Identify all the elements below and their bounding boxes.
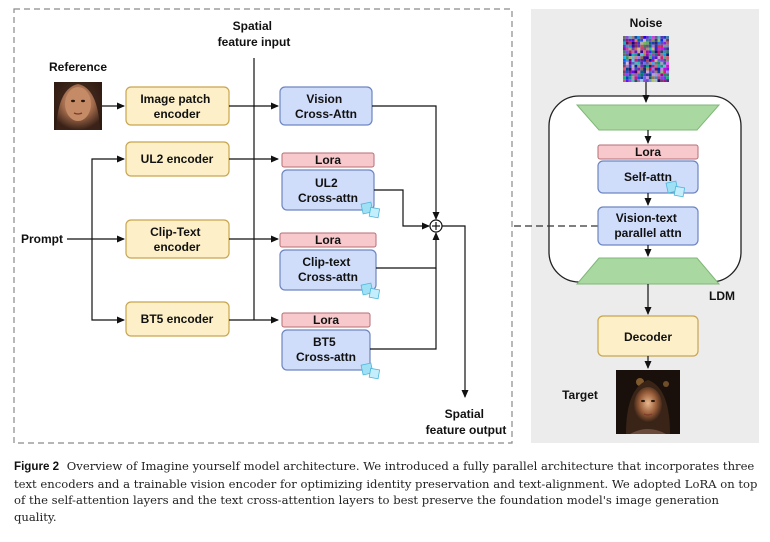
spatial-output-label: Spatial feature output [426,407,507,437]
svg-text:BT5 encoder: BT5 encoder [141,312,214,326]
clip-text-encoder: Clip-Text encoder [125,219,230,259]
svg-text:Image patch encoder: Image patch encoder [140,92,213,121]
ice-cube-icon [360,201,381,219]
ice-cube-icon [665,180,686,198]
svg-text:Clip-Text encoder: Clip-Text encoder [150,225,204,254]
target-photo [616,370,680,434]
model-frame [13,8,513,444]
svg-text:Vision-text parallel att: Vision-text parallel attn [614,211,681,240]
encoder-trapezoid [575,104,721,131]
vision-cross-attn: Vision Cross-Attn [279,86,373,126]
ul2-encoder: UL2 encoder [125,141,230,177]
svg-text:Lora: Lora [315,233,341,247]
svg-text:UL2 encoder: UL2 encoder [141,152,214,166]
ldm-lora: Lora [597,144,699,160]
figure-label: Figure 2 [14,460,60,473]
decoder-trapezoid [575,257,721,285]
bt5-encoder: BT5 encoder [125,301,230,337]
reference-photo [54,82,102,130]
architecture-diagram: Spatial feature input Reference Prompt I… [13,8,759,444]
figure-caption: Figure 2 Overview of Imagine yourself mo… [14,458,758,525]
svg-text:Self-attn: Self-attn [624,170,672,184]
svg-text:Decoder: Decoder [624,330,672,344]
noise-label: Noise [630,16,663,30]
noise-image [623,36,670,83]
clip-cross-attn: Clip-text Cross-attn [279,249,377,291]
svg-text:Lora: Lora [315,153,341,167]
svg-text:Clip-text Cross-attn: Clip-text Cross-attn [298,255,358,284]
reference-label: Reference [49,60,107,74]
ice-cube-icon [360,282,381,300]
svg-text:Vision Cross-Attn: Vision Cross-Attn [295,92,357,121]
ul2-cross-attn: UL2 Cross-attn [281,169,375,211]
ice-cube-icon [360,362,381,380]
target-label: Target [562,388,598,402]
spatial-input-label: Spatial feature input [218,19,291,49]
image-patch-encoder: Image patch encoder [125,86,230,126]
caption-text: Overview of Imagine yourself model archi… [14,459,758,524]
svg-text:BT5 Cross-attn: BT5 Cross-attn [296,335,356,364]
sum-node [429,219,443,233]
ldm-label: LDM [709,289,735,303]
svg-text:UL2 Cross-attn: UL2 Cross-attn [298,176,358,205]
prompt-label: Prompt [21,232,63,246]
svg-text:Lora: Lora [313,313,339,327]
bt5-cross-attn: BT5 Cross-attn [281,329,371,371]
ul2-lora: Lora [281,152,375,168]
bt5-lora: Lora [281,312,371,328]
decoder: Decoder [597,315,699,357]
clip-lora: Lora [279,232,377,248]
svg-text:Lora: Lora [635,145,661,159]
vision-text-parallel-attn: Vision-text parallel attn [597,206,699,246]
